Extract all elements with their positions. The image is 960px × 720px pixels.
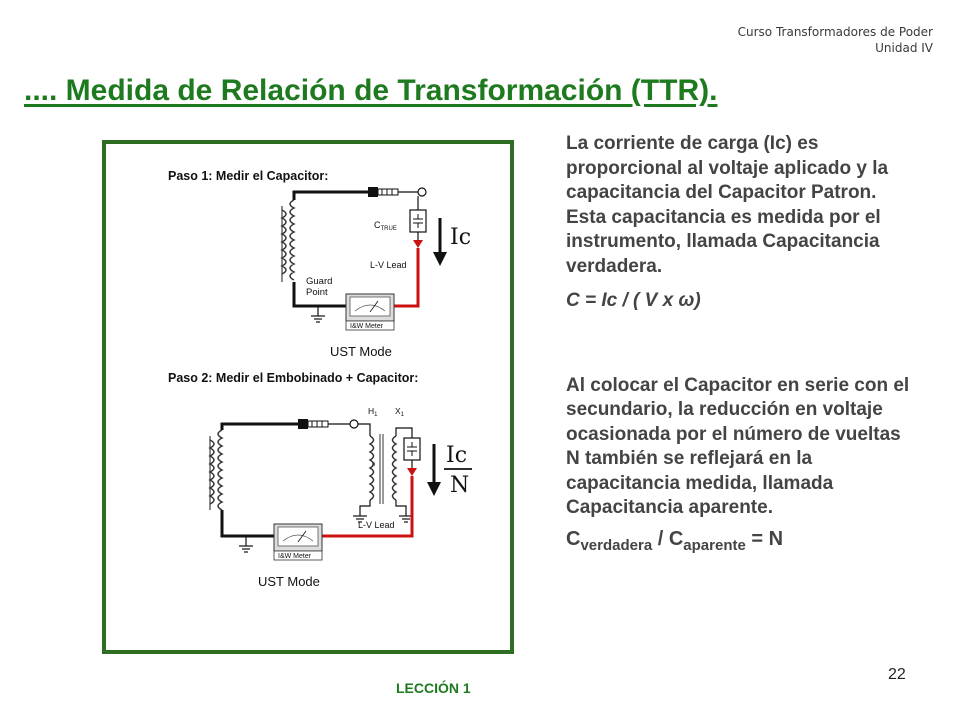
hv-clamp-icon (368, 187, 427, 197)
mode-label-1: UST Mode (330, 344, 392, 359)
paragraph-apparent-capacitance: Al colocar el Capacitor en serie con el … (566, 374, 910, 519)
course-header: Curso Transformadores de Poder Unidad IV (738, 24, 933, 56)
lesson-label: LECCIÓN 1 (396, 680, 471, 696)
n-label: N (450, 473, 469, 498)
meter-label-1: I&W Meter (350, 323, 384, 330)
course-name: Curso Transformadores de Poder (737, 25, 933, 39)
current-arrow-icon (433, 218, 447, 266)
circuit-svg: Paso 1: Medir el Capacitor: CTRUE (168, 169, 472, 589)
test-transformer-icon (368, 434, 398, 504)
step1-label: Paso 1: Medir el Capacitor: (168, 169, 328, 183)
lv-lead-label-1: L-V Lead (370, 260, 407, 270)
meter-icon (273, 523, 323, 561)
formula-ratio: Cverdadera / Caparente = N (566, 527, 784, 554)
ground-icon (353, 515, 367, 523)
lv-lead-label-2: L-V Lead (358, 520, 395, 530)
formula-capacitance: C = Ic / ( V x ω) (566, 290, 701, 311)
x1-label: X1 (395, 406, 405, 418)
meter-label-2: I&W Meter (278, 553, 312, 560)
step2-label: Paso 2: Medir el Embobinado + Capacitor: (168, 371, 418, 385)
ic-label-1: Ic (450, 225, 471, 250)
guard-label: Guard (306, 276, 332, 287)
page-number: 22 (888, 666, 906, 683)
transformer-coil-icon (208, 429, 224, 511)
hv-clamp-icon (298, 419, 359, 429)
lead-connector-icon (413, 240, 423, 248)
point-label: Point (306, 287, 328, 298)
unit-name: Unidad IV (875, 41, 933, 55)
lead-connector-icon (407, 468, 417, 476)
n-small-label: n (372, 462, 375, 468)
explanation-text: La corriente de carga (Ic) es proporcion… (566, 132, 916, 558)
ic-label-2: Ic (446, 443, 467, 468)
paragraph-true-capacitance: La corriente de carga (Ic) es proporcion… (566, 133, 889, 277)
slide-title: .... Medida de Relación de Transformació… (24, 74, 718, 107)
ground-icon (311, 306, 325, 323)
ground-icon (239, 536, 253, 553)
capacitor-icon (409, 209, 427, 233)
circuit-diagram: Paso 1: Medir el Capacitor: CTRUE (102, 140, 514, 654)
capacitor-icon (403, 437, 421, 461)
mode-label-2: UST Mode (258, 574, 320, 589)
transformer-coil-icon (280, 199, 296, 282)
h1-label: H1 (368, 406, 378, 418)
current-arrow-icon (427, 444, 441, 496)
meter-icon (345, 293, 395, 331)
c-true-label: CTRUE (374, 220, 397, 232)
